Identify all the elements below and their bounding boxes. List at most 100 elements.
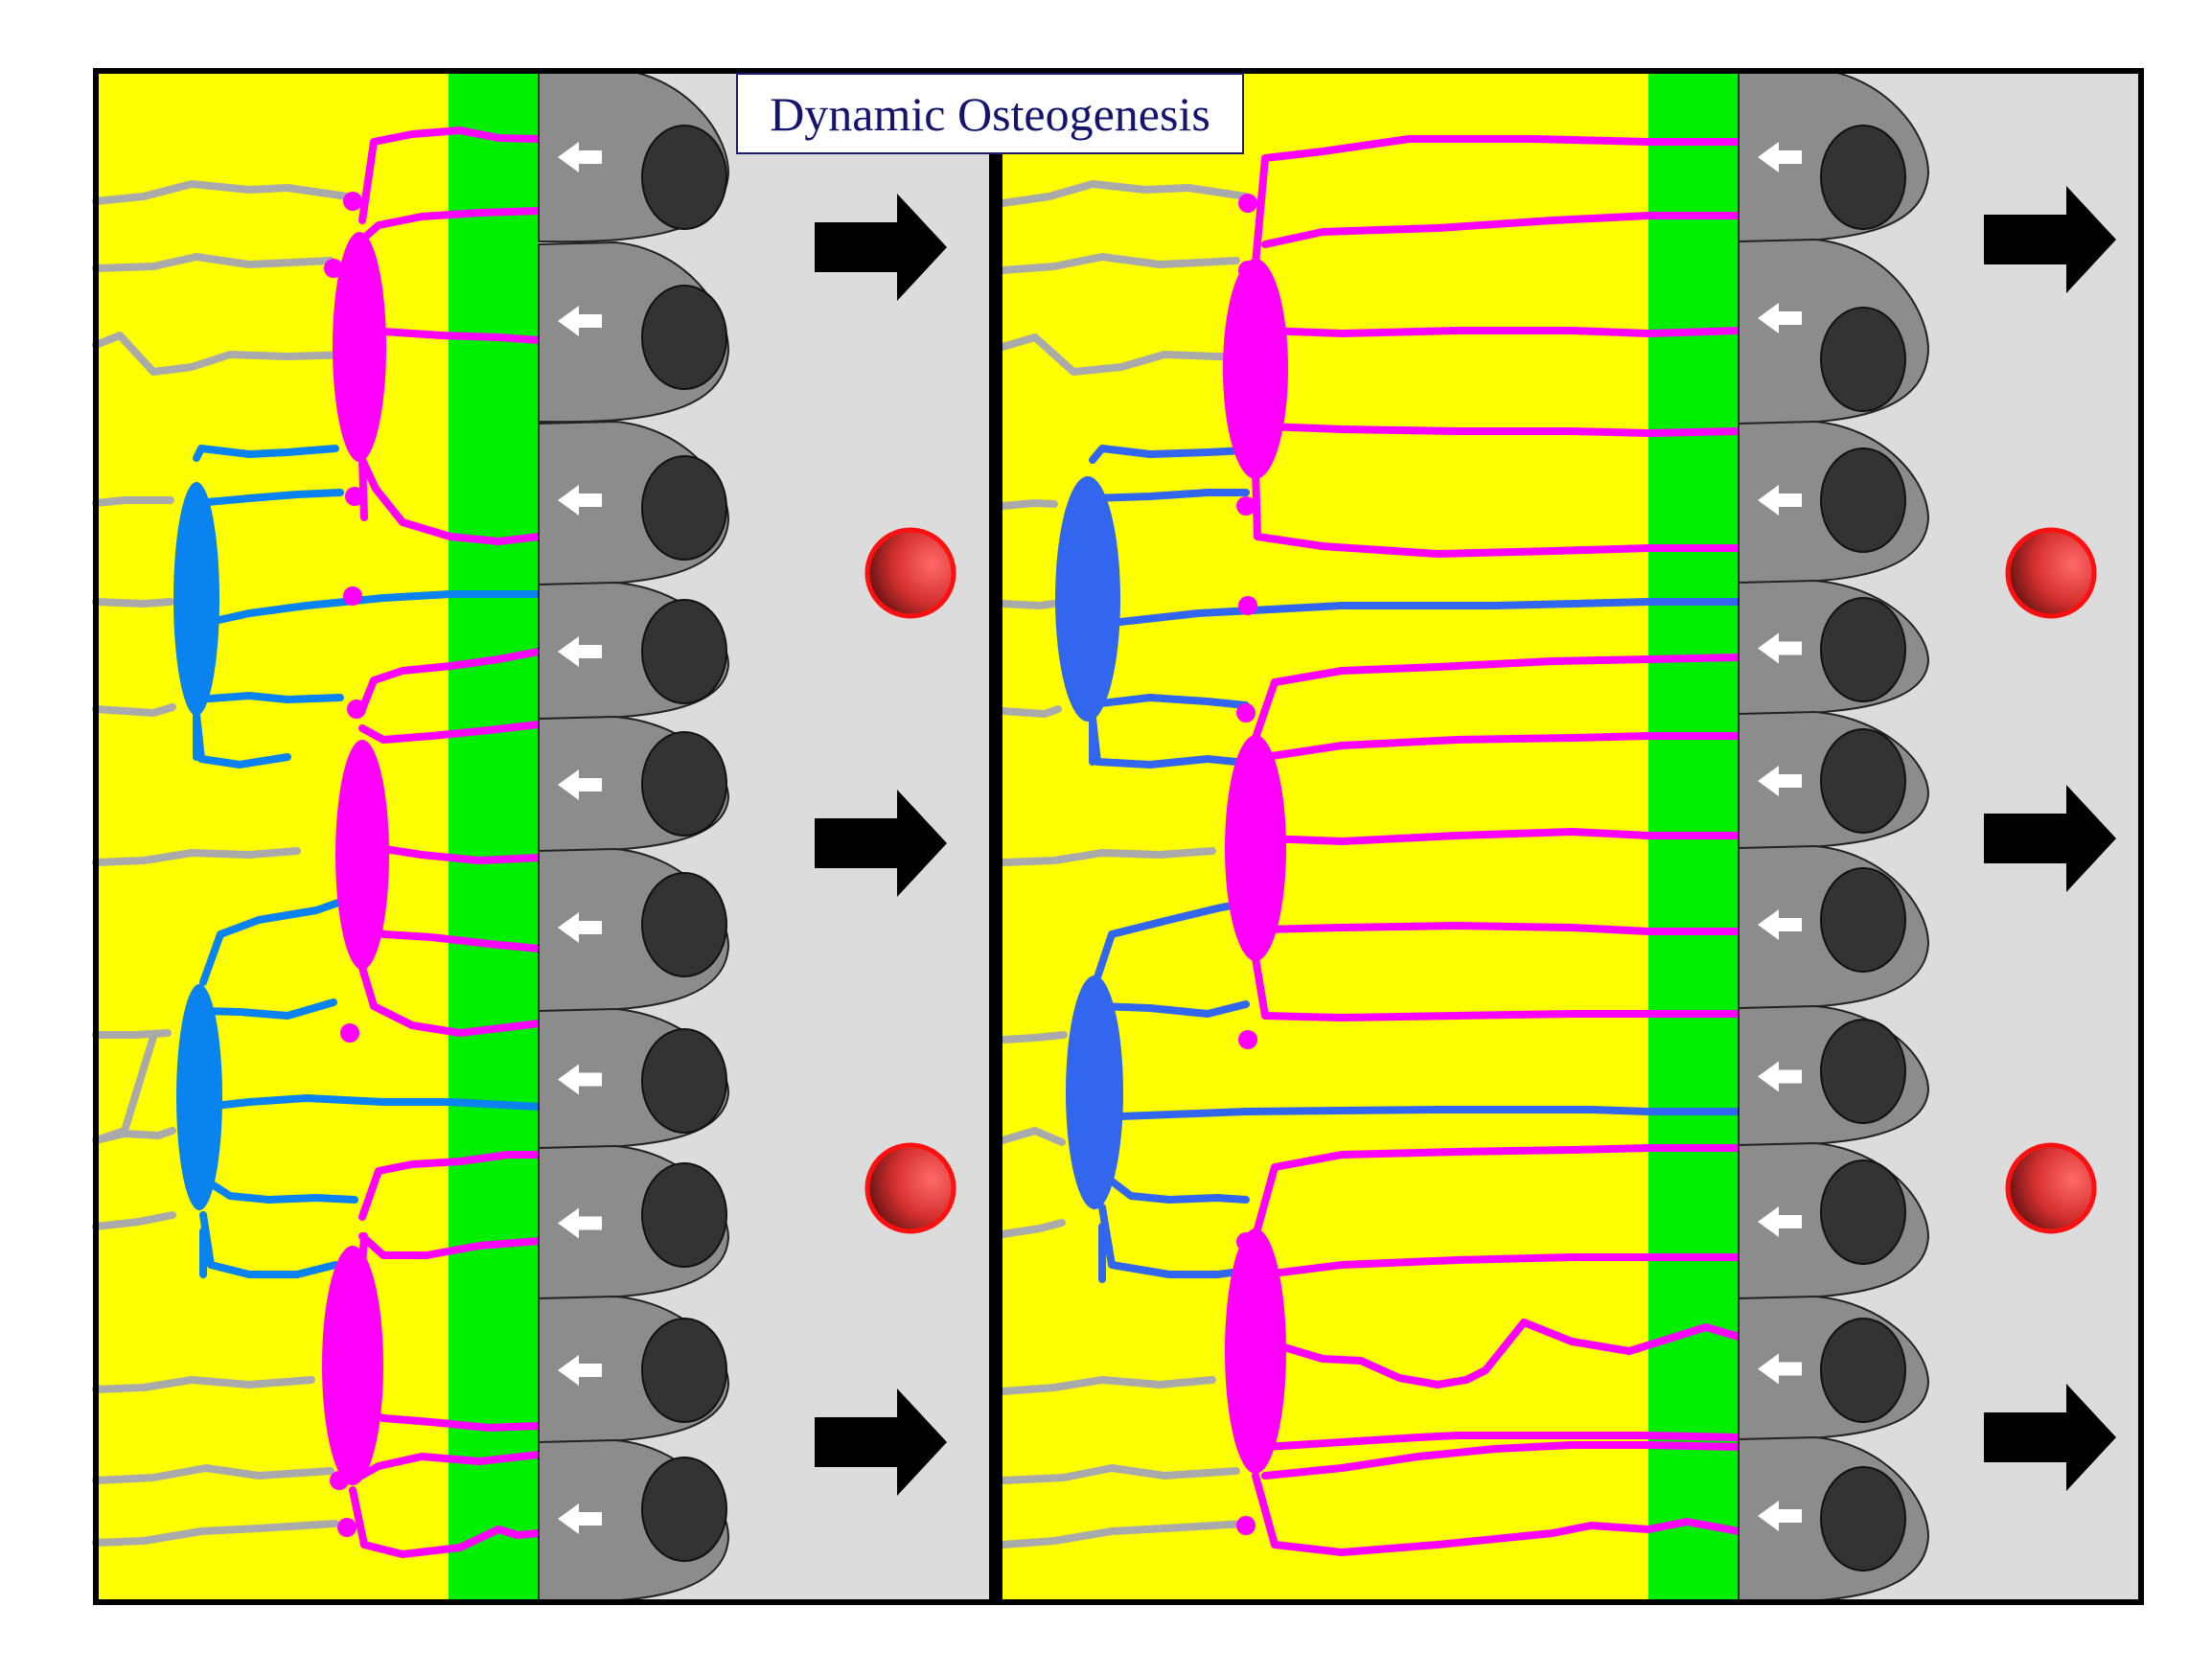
osteocyte-process-magenta <box>1261 922 1742 935</box>
old-process <box>999 705 1062 718</box>
arrow-right-icon <box>815 1388 947 1496</box>
old-process <box>999 847 1216 866</box>
arrow-right-icon <box>1984 1384 2116 1491</box>
arrow-left-icon <box>558 769 602 800</box>
osteoblast-nucleus <box>1820 867 1906 973</box>
process-junction <box>1238 596 1257 615</box>
old-process <box>92 1464 334 1484</box>
old-process <box>999 1127 1066 1146</box>
arrow-left-icon <box>1758 1061 1802 1092</box>
osteoblast-nucleus <box>1820 1019 1906 1124</box>
process-junction <box>343 192 362 211</box>
osteocyte-process-magenta <box>1261 1319 1742 1388</box>
old-process <box>92 332 357 376</box>
arrow-left-icon <box>558 912 602 943</box>
panel-divider <box>989 71 1002 1602</box>
osteoblast-nucleus <box>641 455 727 561</box>
osteocyte-process-magenta <box>1261 423 1742 437</box>
arrow-left-icon <box>558 142 602 172</box>
old-process <box>92 1376 315 1393</box>
arrow-right-icon <box>1984 785 2116 892</box>
arrow-right-icon <box>815 790 947 897</box>
old-process <box>999 1464 1240 1484</box>
diagram-title: Dynamic Osteogenesis <box>770 86 1210 141</box>
mineralized-bone-right <box>1002 71 1648 1602</box>
osteocyte-process-magenta <box>358 126 542 224</box>
osteocyte-process-magenta <box>1252 466 1742 558</box>
title-box: Dynamic Osteogenesis <box>736 73 1244 154</box>
old-process <box>92 703 176 717</box>
osteocyte-process-magenta <box>358 964 542 1037</box>
osteocyte-process-magenta <box>1261 828 1742 845</box>
arrow-left-icon <box>558 485 602 516</box>
process-junction <box>1238 261 1257 280</box>
osteoblast-nucleus <box>641 731 727 837</box>
osteoblast-nucleus <box>1820 1159 1906 1265</box>
old-process <box>92 1520 339 1547</box>
signal-circle-icon <box>2005 527 2097 619</box>
osteocyte-magenta <box>1225 735 1286 961</box>
process-junction <box>1236 496 1256 516</box>
arrow-right-icon <box>815 194 947 301</box>
arrow-left-icon <box>1758 1206 1802 1237</box>
osteoblast-nucleus <box>641 285 727 390</box>
osteocytes-right <box>1055 194 1288 1535</box>
osteoblast-nucleus <box>1820 1318 1906 1423</box>
process-junction <box>1236 1516 1256 1535</box>
osteocyte-process-blue <box>1098 1204 1259 1278</box>
process-junction <box>345 487 364 506</box>
old-process <box>92 496 174 507</box>
osteoblast-layer-left <box>538 67 730 1604</box>
old-process <box>999 1520 1250 1549</box>
osteocyte-process-magenta <box>358 648 542 713</box>
process-junction <box>345 251 364 270</box>
osteocyte-process-magenta <box>1252 654 1742 742</box>
osteocyte-process-blue <box>193 445 339 462</box>
osteoblast-nucleus <box>1820 447 1906 553</box>
osteoblast-layer-right <box>1738 67 1930 1604</box>
process-junction <box>337 1518 357 1537</box>
osteocyte-process-magenta <box>1261 1441 1742 1480</box>
osteocyte-process-blue <box>199 1175 358 1204</box>
osteocyte-blue <box>176 984 222 1210</box>
osteocyte-process-blue <box>1089 489 1250 502</box>
process-junction <box>340 1023 359 1043</box>
osteocyte-process-magenta <box>1252 1144 1742 1240</box>
osteocyte-process-blue <box>193 489 344 507</box>
osteocyte-processes-magenta-right <box>1252 135 1742 1556</box>
osteocyte-blue <box>1055 476 1120 722</box>
osteocyte-process-blue <box>1089 694 1250 709</box>
process-junction <box>324 259 343 278</box>
osteoblast-nucleus <box>1820 1466 1906 1572</box>
osteocyte-process-blue <box>199 1211 339 1278</box>
old-process <box>999 333 1250 376</box>
arrow-left-icon <box>1758 485 1802 516</box>
old-process <box>999 600 1058 609</box>
arrow-left-icon <box>1758 632 1802 664</box>
arrow-left-icon <box>558 1207 602 1239</box>
process-junction <box>1236 1232 1256 1251</box>
marrow-icons-left <box>815 194 956 1496</box>
osteoid-seam-left <box>449 71 539 1602</box>
osteocyte-process-magenta <box>349 1486 542 1558</box>
process-junction <box>343 586 362 606</box>
osteoblast-nucleus <box>1820 125 1906 230</box>
osteocyte-process-blue <box>1094 899 1250 981</box>
osteocyte-blue <box>173 482 219 716</box>
arrow-left-icon <box>1758 909 1802 940</box>
osteocyte-process-magenta <box>358 456 542 545</box>
osteoblast-nucleus <box>641 125 727 230</box>
osteocyte-process-magenta <box>1252 1472 1742 1556</box>
osteocyte-process-blue <box>199 998 337 1020</box>
process-junction <box>1236 343 1256 362</box>
signal-circle-icon <box>864 527 956 619</box>
osteocyte-process-magenta <box>358 721 542 744</box>
old-processes-left <box>92 180 357 1547</box>
old-process <box>92 1211 176 1230</box>
osteoblast-nucleus <box>641 1457 727 1562</box>
osteocyte-process-magenta <box>1261 1432 1742 1451</box>
arrow-left-icon <box>1758 766 1802 796</box>
osteocyte-process-magenta <box>1252 954 1742 1021</box>
arrow-right-icon <box>1984 186 2116 293</box>
